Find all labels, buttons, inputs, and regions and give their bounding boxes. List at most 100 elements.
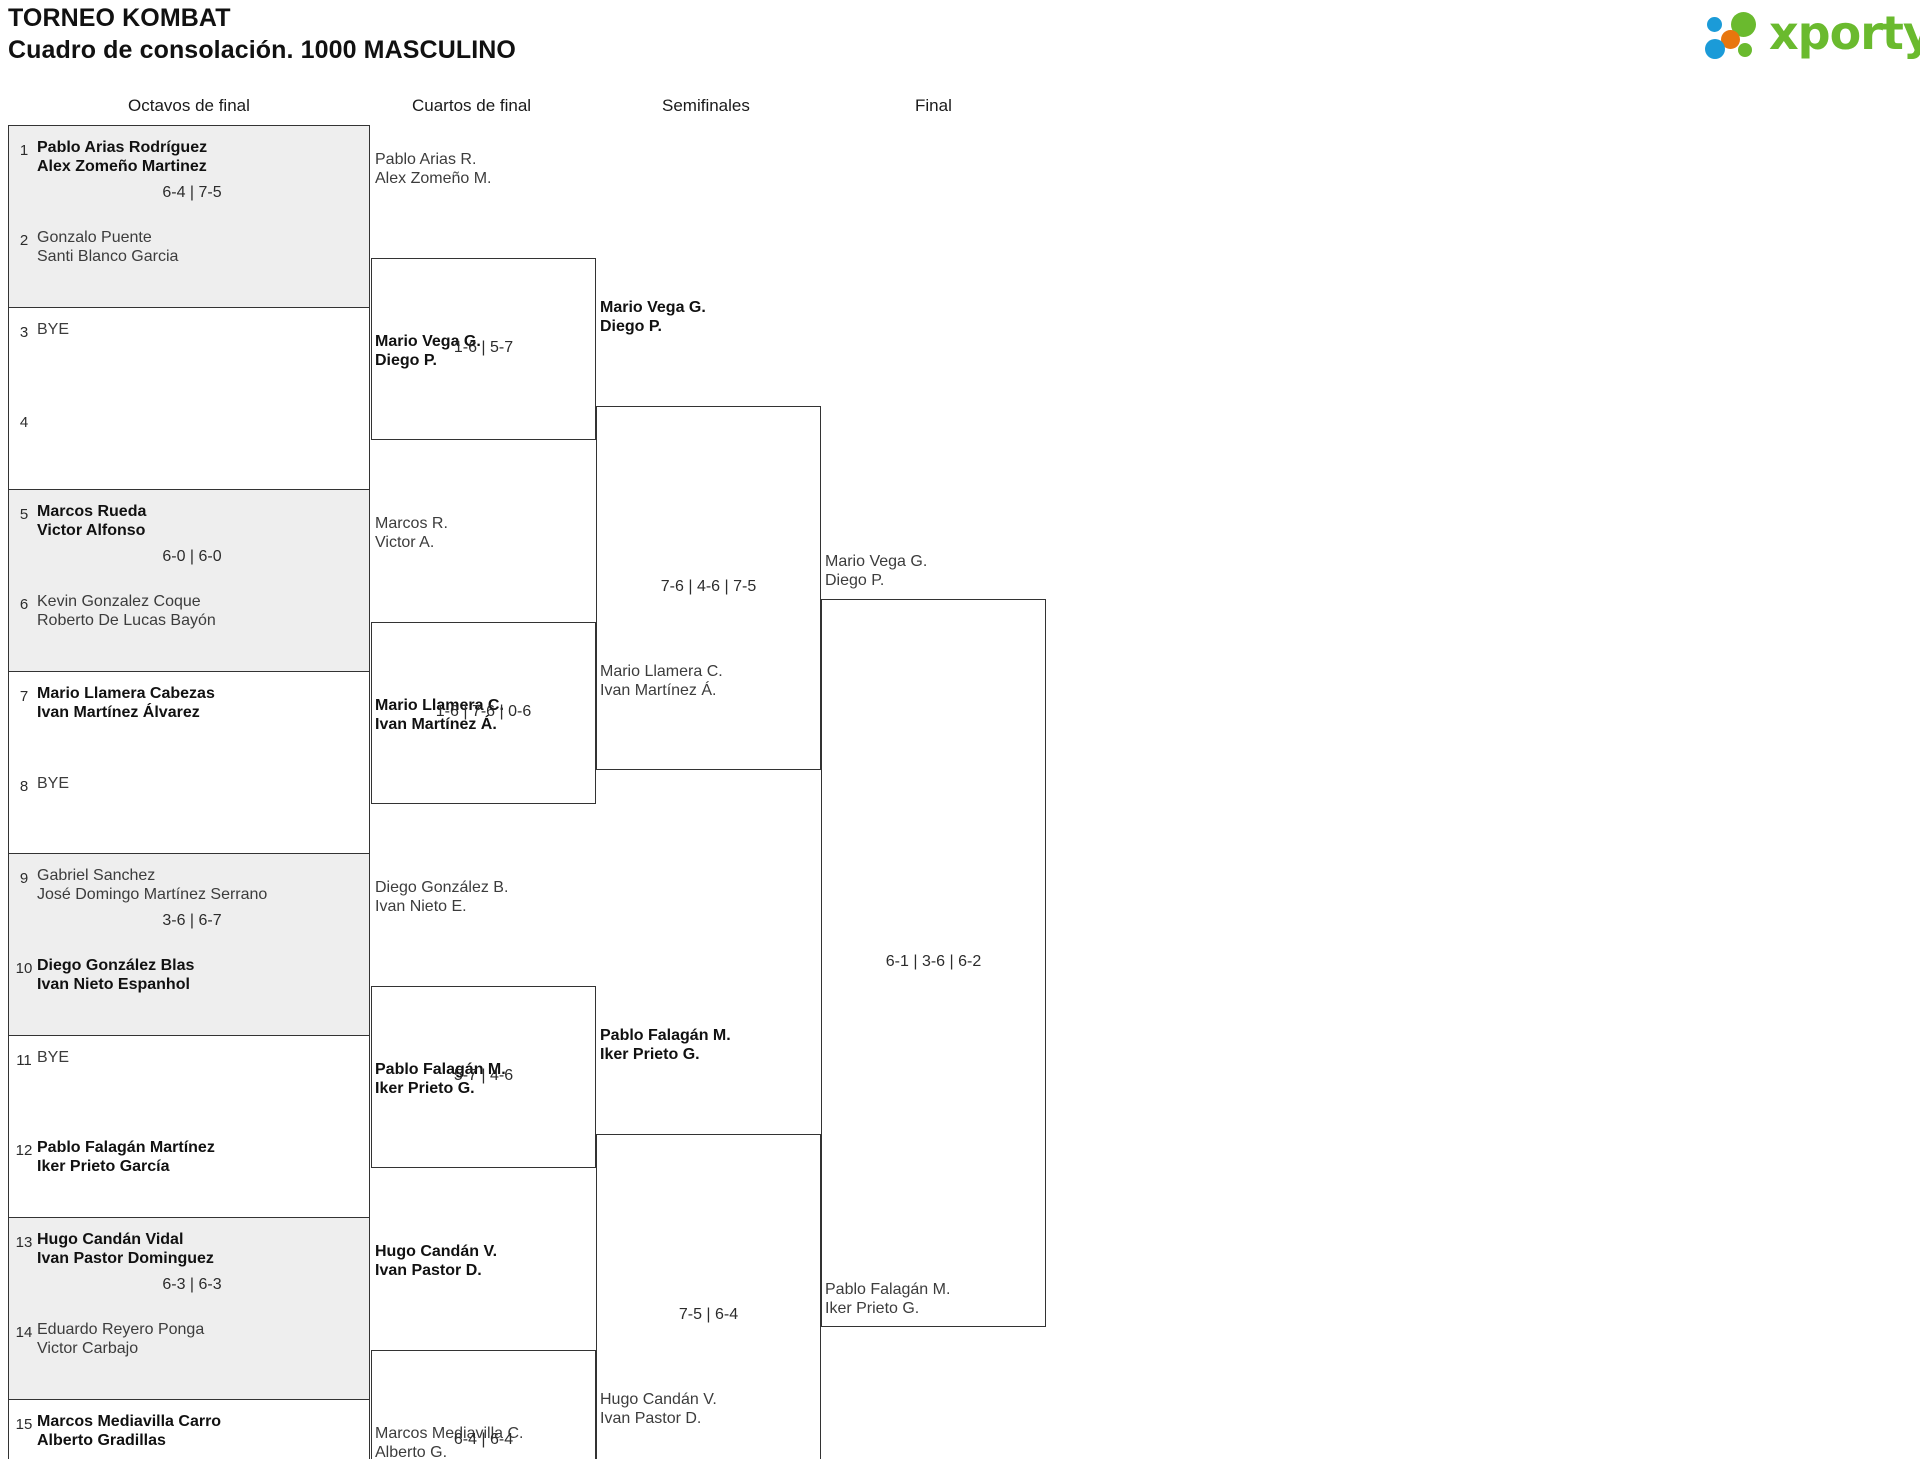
seed-number: 1 bbox=[19, 142, 29, 159]
qf-match-score: 1-6 | 7-6 | 0-6 bbox=[435, 703, 532, 720]
final-player-top[interactable]: Mario Vega G. Diego P. bbox=[825, 552, 927, 590]
qf-player-top[interactable]: Pablo Arias R. Alex Zomeño M. bbox=[375, 150, 491, 188]
sf-player-top[interactable]: Mario Vega G.Diego P. bbox=[600, 298, 706, 336]
sf-player-bottom[interactable]: Hugo Candán V.Ivan Pastor D. bbox=[600, 1390, 717, 1428]
r16-player-bottom[interactable]: BYE bbox=[37, 774, 69, 793]
qf-player-top[interactable]: Diego González B. Ivan Nieto E. bbox=[375, 878, 508, 916]
round-header-cuartos: Cuartos de final bbox=[412, 96, 532, 115]
player-line-1: Pablo Arias Rodríguez bbox=[37, 139, 208, 156]
sf-player-top[interactable]: Pablo Falagán M. Iker Prieto G. bbox=[600, 1026, 731, 1064]
player-line-2: Ivan Nieto E. bbox=[375, 898, 467, 915]
player-line-2: Diego P. bbox=[825, 572, 885, 589]
player-line-2: José Domingo Martínez Serrano bbox=[37, 886, 268, 903]
r16-player-top[interactable]: BYE bbox=[37, 320, 69, 339]
player-line-2: Alex Zomeño M. bbox=[375, 170, 492, 187]
sf-player-bottom[interactable]: Mario Llamera C.Ivan Martínez Á. bbox=[600, 662, 723, 700]
seed-number: 7 bbox=[19, 688, 29, 705]
player-line-2: Iker Prieto García bbox=[37, 1158, 170, 1175]
seed-number: 6 bbox=[19, 596, 29, 613]
qf-match-box bbox=[371, 986, 596, 1168]
player-line-2: Iker Prieto G. bbox=[600, 1046, 700, 1063]
seed-number: 11 bbox=[16, 1052, 32, 1069]
seed-number: 3 bbox=[19, 324, 29, 341]
player-line-2: Roberto De Lucas Bayón bbox=[37, 612, 216, 629]
player-line-2: Victor Alfonso bbox=[37, 522, 146, 539]
r16-player-top[interactable]: BYE bbox=[37, 1048, 69, 1067]
player-line-1: Diego González Blas bbox=[37, 957, 195, 974]
player-line-2: Iker Prieto G. bbox=[825, 1300, 920, 1317]
seed-number: 5 bbox=[19, 506, 29, 523]
seed-number: 12 bbox=[15, 1142, 33, 1159]
player-line-2: Victor Carbajo bbox=[37, 1340, 139, 1357]
player-line-2: Alberto Gradillas bbox=[37, 1432, 166, 1449]
final-match-score: 6-1 | 3-6 | 6-2 bbox=[885, 953, 982, 970]
player-line-2: Iker Prieto G. bbox=[375, 1080, 475, 1097]
qf-match-score: 5-7 | 4-6 bbox=[453, 1067, 514, 1084]
logo-dot-green-small bbox=[1738, 43, 1752, 57]
page-title: TORNEO KOMBAT bbox=[8, 4, 231, 32]
qf-player-bottom[interactable]: Pablo Falagán M.Iker Prieto G. bbox=[375, 1060, 506, 1098]
qf-match-box bbox=[371, 1350, 596, 1459]
player-line-1: Pablo Falagán Martínez bbox=[37, 1139, 215, 1156]
player-line-1: Mario Llamera C. bbox=[375, 697, 504, 714]
sf-match-box bbox=[596, 406, 821, 770]
player-line-2: Alberto G. bbox=[375, 1444, 448, 1459]
round-header-octavos: Octavos de final bbox=[128, 96, 250, 115]
page-subtitle: Cuadro de consolación. 1000 MASCULINO bbox=[8, 36, 516, 64]
player-line-1: Gabriel Sanchez bbox=[37, 867, 156, 884]
seed-number: 4 bbox=[19, 414, 29, 431]
qf-player-bottom[interactable]: Marcos Mediavilla C. Alberto G. bbox=[375, 1424, 523, 1459]
qf-player-bottom[interactable]: Mario Llamera C.Ivan Martínez Á. bbox=[375, 696, 504, 734]
player-line-1: Mario Vega G. bbox=[825, 553, 928, 570]
player-line-1: Marcos Mediavilla C. bbox=[375, 1425, 524, 1442]
player-line-1: Pablo Arias R. bbox=[375, 151, 477, 168]
seed-number: 9 bbox=[19, 870, 29, 887]
player-line-2: Ivan Nieto Espanhol bbox=[37, 976, 190, 993]
sf-match-score: 7-6 | 4-6 | 7-5 bbox=[660, 578, 757, 595]
seed-number: 2 bbox=[19, 232, 29, 249]
seed-number: 10 bbox=[15, 960, 33, 977]
round-header-semifinales: Semifinales bbox=[662, 96, 750, 115]
match-score: 6-4 | 7-5 bbox=[162, 184, 222, 201]
player-line-1: Gonzalo Puente bbox=[37, 229, 152, 246]
player-line-1: Marcos Mediavilla Carro bbox=[37, 1413, 222, 1430]
final-player-bottom[interactable]: Pablo Falagán M.Iker Prieto G. bbox=[825, 1280, 950, 1318]
player-line-1: Marcos Rueda bbox=[37, 503, 147, 520]
player-line-1: Marcos R. bbox=[375, 515, 448, 532]
qf-player-bottom[interactable]: Mario Vega G.Diego P. bbox=[375, 332, 481, 370]
player-line-1: Hugo Candán V. bbox=[600, 1391, 717, 1408]
r16-match[interactable]: 3 BYE 4 bbox=[8, 307, 370, 489]
player-line-2: Victor A. bbox=[375, 534, 435, 551]
qf-player-top[interactable]: Marcos R. Victor A. bbox=[375, 514, 448, 552]
qf-player-top[interactable]: Hugo Candán V.Ivan Pastor D. bbox=[375, 1242, 497, 1280]
player-line-2: Ivan Pastor Dominguez bbox=[37, 1250, 214, 1267]
logo-dot-orange bbox=[1721, 30, 1740, 49]
match-score: 6-0 | 6-0 bbox=[162, 548, 222, 565]
qf-match-score: 6-4 | 6-4 bbox=[453, 1431, 514, 1448]
player-line-1: BYE bbox=[37, 775, 70, 792]
player-line-1: Diego González B. bbox=[375, 879, 509, 896]
player-line-1: Pablo Falagán M. bbox=[600, 1027, 731, 1044]
logo-dot-blue-large bbox=[1705, 39, 1725, 59]
player-line-2: Diego P. bbox=[600, 318, 662, 335]
player-line-2: Diego P. bbox=[375, 352, 437, 369]
